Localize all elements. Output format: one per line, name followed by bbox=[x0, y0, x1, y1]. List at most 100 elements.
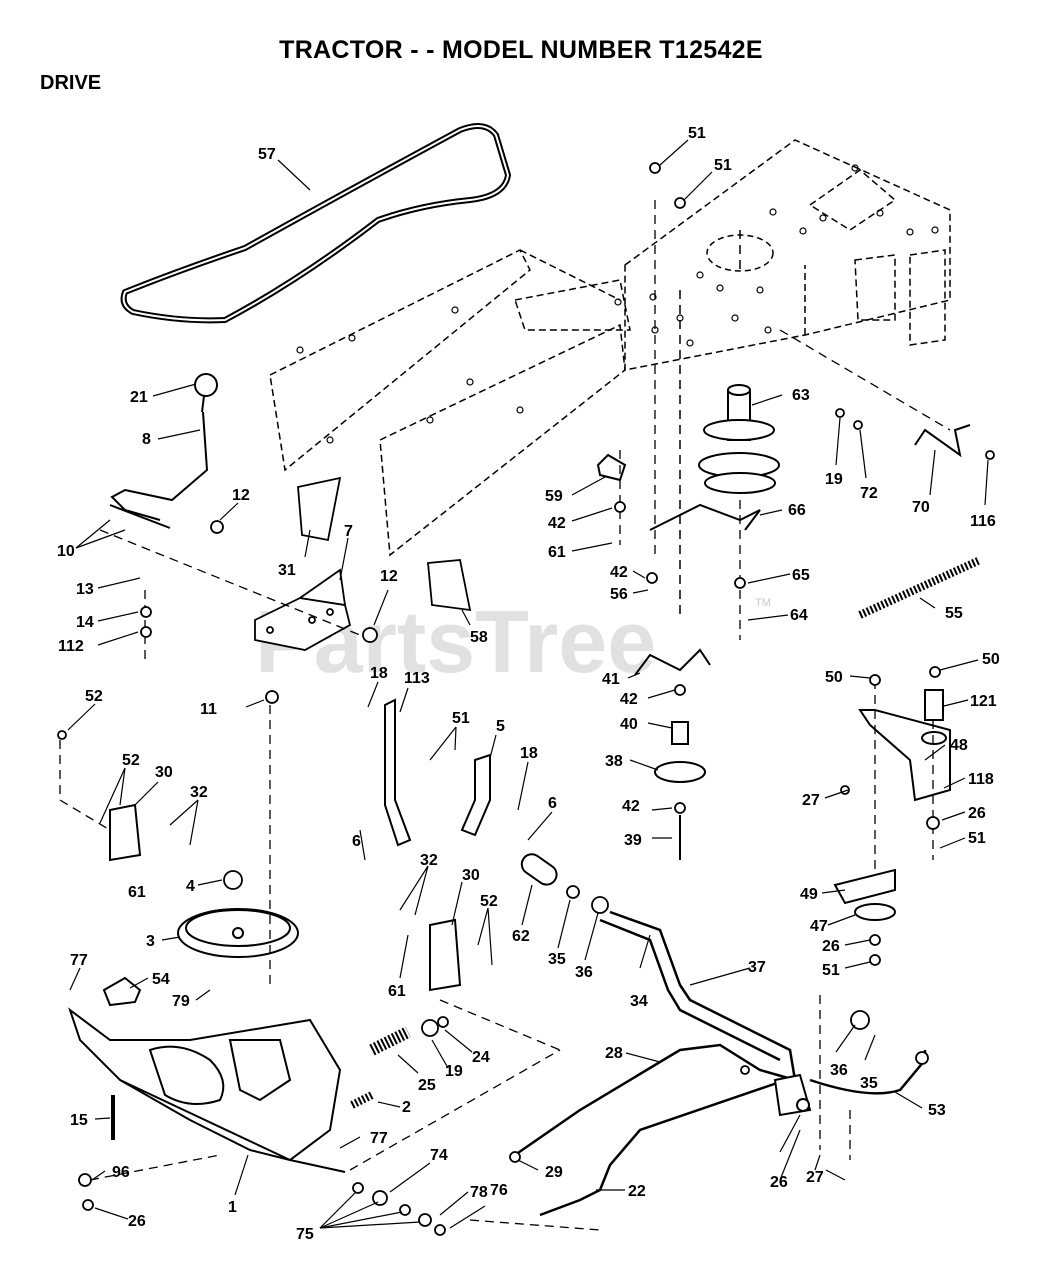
bracket-5 bbox=[460, 753, 491, 837]
part-label: 40 bbox=[620, 716, 638, 733]
part-label: 32 bbox=[190, 784, 208, 801]
shaft-37 bbox=[599, 910, 797, 1081]
part-label: 26 bbox=[770, 1174, 788, 1191]
part-label: 42 bbox=[548, 515, 566, 532]
part-label: 27 bbox=[806, 1169, 824, 1186]
part-label: 3 bbox=[146, 933, 155, 950]
part-label: 12 bbox=[232, 487, 250, 504]
part-label: 77 bbox=[370, 1130, 388, 1147]
transaxle-1 bbox=[68, 908, 346, 1173]
part-label: 118 bbox=[968, 771, 994, 788]
part-label: 25 bbox=[418, 1077, 436, 1094]
part-label: 78 bbox=[470, 1184, 488, 1201]
part-label: 28 bbox=[605, 1045, 623, 1062]
part-label: 51 bbox=[822, 962, 840, 979]
plate-31 bbox=[297, 476, 342, 542]
part-label: 49 bbox=[800, 886, 818, 903]
part-label: 30 bbox=[462, 867, 480, 884]
part-label: 22 bbox=[628, 1183, 646, 1200]
part-label: 19 bbox=[825, 471, 843, 488]
bracket-30-left bbox=[109, 803, 142, 862]
pulley-63 bbox=[698, 384, 780, 494]
part-label: 75 bbox=[296, 1226, 314, 1243]
part-label: 39 bbox=[624, 832, 642, 849]
part-label: 42 bbox=[622, 798, 640, 815]
part-label: 6 bbox=[352, 833, 361, 850]
part-label: 51 bbox=[968, 830, 986, 847]
part-label: 121 bbox=[970, 693, 997, 710]
part-label: 36 bbox=[575, 964, 593, 981]
part-label: 65 bbox=[792, 567, 810, 584]
part-label: 52 bbox=[85, 688, 103, 705]
part-label: 4 bbox=[186, 878, 195, 895]
part-label: 51 bbox=[688, 125, 706, 142]
part-label: 63 bbox=[792, 387, 810, 404]
drive-belt bbox=[120, 123, 512, 324]
rod-66 bbox=[649, 503, 761, 531]
spring-2 bbox=[350, 1091, 374, 1109]
watermark-tm: TM bbox=[755, 597, 771, 609]
part-label: 21 bbox=[130, 389, 148, 406]
part-label: 112 bbox=[58, 638, 84, 655]
part-label: 42 bbox=[620, 691, 638, 708]
part-label: 35 bbox=[860, 1075, 878, 1092]
part-label: 2 bbox=[402, 1099, 411, 1116]
spring-25 bbox=[369, 1026, 411, 1056]
rod-53 bbox=[809, 1050, 927, 1095]
part-label: 26 bbox=[822, 938, 840, 955]
part-label: 58 bbox=[470, 629, 488, 646]
part-label: 12 bbox=[380, 568, 398, 585]
part-label: 36 bbox=[830, 1062, 848, 1079]
part-label: 57 bbox=[258, 146, 276, 163]
part-label: 59 bbox=[545, 488, 563, 505]
alignment-lines bbox=[59, 200, 951, 1231]
part-label: 62 bbox=[512, 928, 530, 945]
part-label: 56 bbox=[610, 586, 628, 603]
part-label: 50 bbox=[825, 669, 843, 686]
part-54 bbox=[102, 976, 142, 1007]
part-label: 31 bbox=[278, 562, 296, 579]
part-label: 26 bbox=[968, 805, 986, 822]
leader-lines bbox=[67, 139, 989, 1229]
drive-belt-inner bbox=[122, 125, 510, 322]
part-label: 52 bbox=[122, 752, 140, 769]
part-label: 5 bbox=[496, 718, 505, 735]
sleeve-62 bbox=[520, 853, 558, 886]
part-label: 55 bbox=[945, 605, 963, 622]
bracket-58 bbox=[427, 559, 472, 612]
part-label: 52 bbox=[480, 893, 498, 910]
bracket-30-center bbox=[429, 918, 462, 992]
part-label: 1 bbox=[228, 1199, 237, 1216]
part-label: 11 bbox=[200, 701, 217, 718]
part-label: 72 bbox=[860, 485, 878, 502]
part-label: 29 bbox=[545, 1164, 563, 1181]
part-label: 61 bbox=[128, 884, 146, 901]
frame-bolt-holes bbox=[296, 164, 939, 444]
part-label: 38 bbox=[605, 753, 623, 770]
part-label: 37 bbox=[748, 959, 766, 976]
bracket-113 bbox=[384, 698, 412, 847]
part-label: 74 bbox=[430, 1147, 448, 1164]
part-label: 96 bbox=[112, 1164, 130, 1181]
part-label: 41 bbox=[602, 671, 620, 688]
part-callouts: 57 51 51 63 21 8 19 72 70 116 59 42 66 1… bbox=[57, 125, 1000, 1243]
part-label: 30 bbox=[155, 764, 173, 781]
part-label: 54 bbox=[152, 971, 170, 988]
part-label: 34 bbox=[630, 993, 648, 1010]
frame-outline bbox=[269, 139, 951, 620]
rod-59 bbox=[596, 453, 627, 482]
shift-lever bbox=[109, 373, 218, 529]
rod-41 bbox=[634, 648, 711, 676]
part-label: 14 bbox=[76, 614, 94, 631]
part-label: 113 bbox=[404, 670, 430, 687]
part-label: 116 bbox=[970, 513, 996, 530]
hardware-washers bbox=[57, 162, 995, 1236]
part-label: 26 bbox=[128, 1213, 146, 1230]
rod-70 bbox=[914, 424, 971, 458]
part-label: 51 bbox=[452, 710, 470, 727]
rod-22 bbox=[539, 1080, 781, 1217]
idler-arm-48 bbox=[858, 689, 951, 802]
part-label: 47 bbox=[810, 918, 828, 935]
part-label: 18 bbox=[370, 665, 388, 682]
